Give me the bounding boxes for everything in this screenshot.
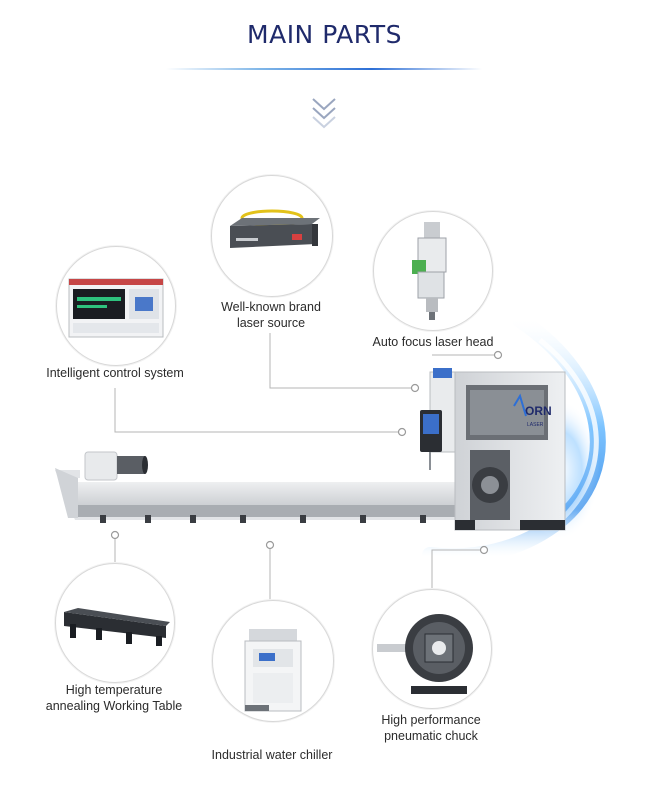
working-table-circle [55,563,175,683]
laser-source-circle [211,175,333,297]
working-table-label-line1: High temperature [65,683,163,697]
water-chiller-image [244,629,302,712]
rear-chuck-unit [84,451,148,481]
control-system-label: Intelligent control system [30,365,200,381]
machine-cabinet [420,368,566,531]
machine-bed [55,468,496,523]
svg-text:LASER: LASER [527,422,544,428]
page-title: MAIN PARTS [247,20,402,49]
working-table-label: High temperature annealing Working Table [30,682,198,714]
chuck-label-line1: High performance [381,713,481,727]
laser-source-label: Well-known brand laser source [196,299,346,331]
title-underline [166,68,482,70]
brand-logo: ORN [525,404,552,418]
laser-head-label: Auto focus laser head [358,334,508,350]
working-table-label-line2: annealing Working Table [45,699,183,713]
laser-source-image [230,209,320,248]
laser-source-label-line2: laser source [236,316,306,330]
working-table-image [64,608,170,646]
chuck-label: High performance pneumatic chuck [356,712,506,744]
laser-head-circle [373,211,493,331]
chuck-label-line2: pneumatic chuck [384,729,478,743]
laser-source-label-line1: Well-known brand [221,300,321,314]
control-software-image [68,278,164,338]
chuck-circle [372,589,492,709]
control-system-label-text: Intelligent control system [46,366,184,380]
water-chiller-circle [212,600,334,722]
water-chiller-label: Industrial water chiller [196,747,348,763]
control-system-circle [56,246,176,366]
laser-head-image [412,222,447,320]
laser-head-label-text: Auto focus laser head [372,335,494,349]
connector-lines [114,333,495,600]
water-chiller-label-text: Industrial water chiller [211,748,333,762]
chevron-down-icon[interactable] [309,95,339,131]
pneumatic-chuck-image [377,614,473,694]
